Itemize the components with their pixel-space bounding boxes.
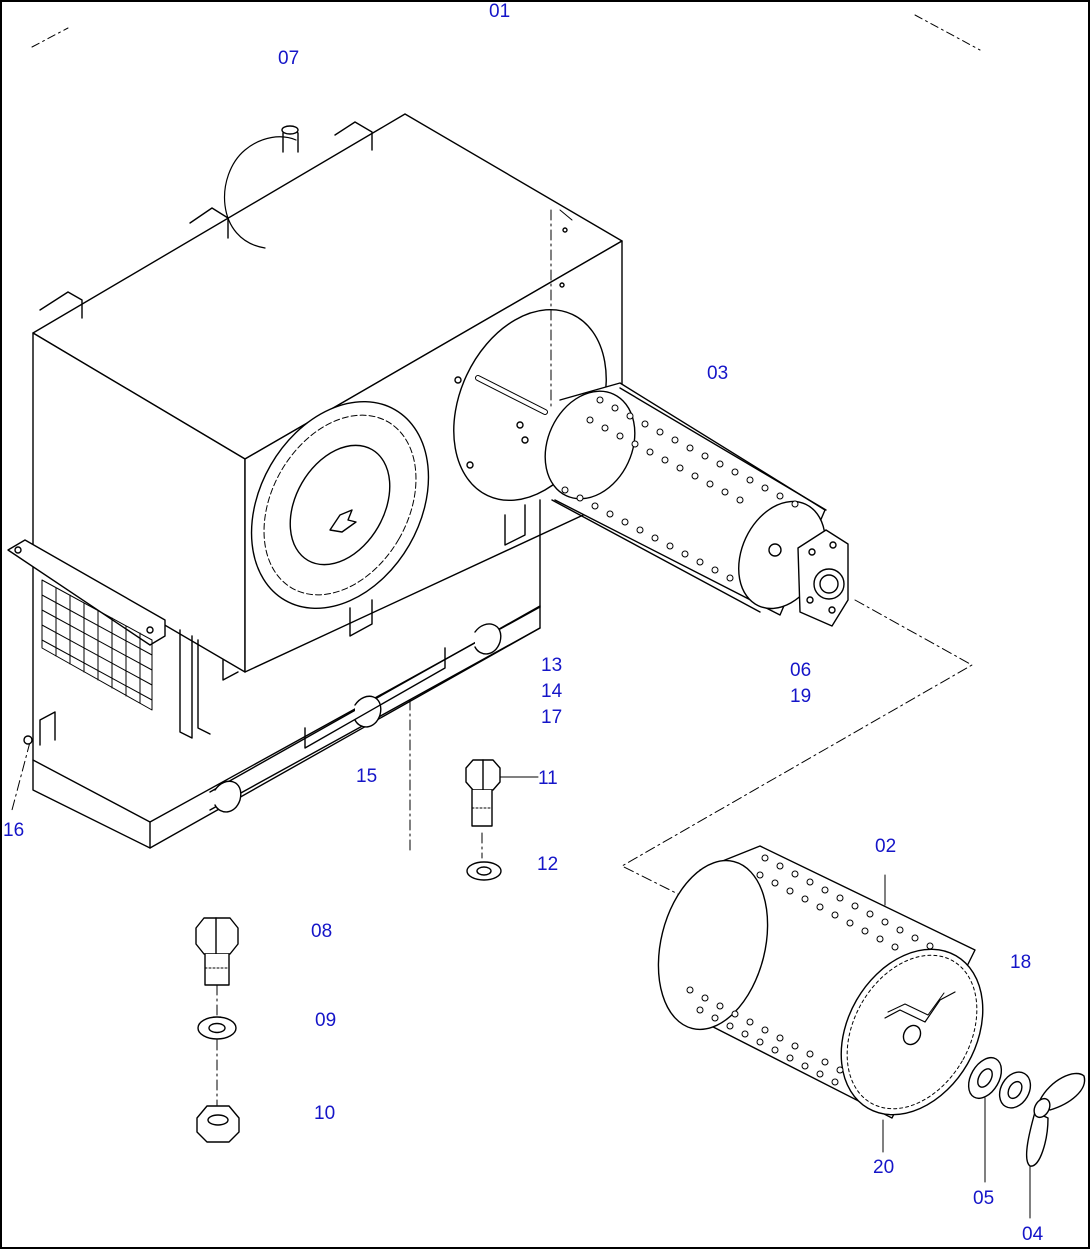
callout-08[interactable]: 08 [311, 921, 333, 942]
wing-nut-04 [1026, 1072, 1086, 1167]
bolt-11 [465, 759, 501, 827]
bolt-08 [195, 917, 239, 986]
explode-guide-lines [11, 599, 973, 1106]
callout-03[interactable]: 03 [707, 363, 729, 384]
washer-09 [197, 1016, 237, 1040]
screw-16 [23, 735, 33, 745]
corner-guide-lines [31, 14, 981, 51]
callout-02[interactable]: 02 [875, 836, 897, 857]
nut-10 [196, 1105, 240, 1143]
callout-06[interactable]: 06 [790, 660, 812, 681]
callout-10[interactable]: 10 [314, 1103, 336, 1124]
callout-19[interactable]: 19 [790, 686, 812, 707]
callout-12[interactable]: 12 [537, 854, 559, 875]
outer-element-perforations [686, 854, 934, 1086]
inner-filter-element [544, 382, 849, 627]
nut-18 [998, 1071, 1032, 1109]
callout-15[interactable]: 15 [356, 766, 378, 787]
washer-12 [466, 861, 502, 881]
callout-09[interactable]: 09 [315, 1010, 337, 1031]
callout-11[interactable]: 11 [538, 768, 558, 789]
callout-17[interactable]: 17 [541, 707, 563, 728]
callout-01[interactable]: 01 [489, 1, 511, 22]
callout-05[interactable]: 05 [973, 1188, 995, 1209]
callout-18[interactable]: 18 [1010, 952, 1032, 973]
inner-element-perforations [561, 396, 799, 582]
leader-lines [499, 776, 1031, 1219]
callout-04[interactable]: 04 [1022, 1224, 1044, 1245]
washer-05 [967, 1057, 1003, 1099]
air-cleaner-housing [7, 113, 623, 849]
grille-block [41, 579, 153, 711]
callout-20[interactable]: 20 [873, 1157, 895, 1178]
outer-filter-element [657, 845, 984, 1119]
callout-07[interactable]: 07 [278, 48, 300, 69]
callout-13[interactable]: 13 [541, 655, 563, 676]
callout-16[interactable]: 16 [3, 820, 25, 841]
callout-14[interactable]: 14 [541, 681, 563, 702]
